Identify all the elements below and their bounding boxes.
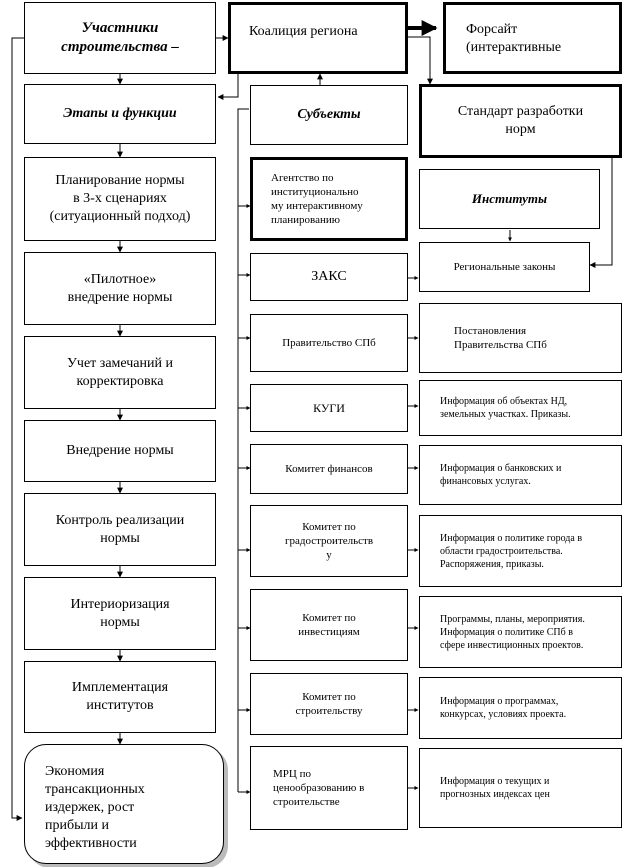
subject-urban-planning-committee: Комитет по градостроительств у — [250, 505, 408, 577]
subjects-label: Субъекты — [297, 107, 361, 122]
institute-label: Региональные законы — [453, 261, 556, 273]
institute-urban-policy: Информация о политике города в области г… — [419, 515, 622, 587]
institute-resolutions: Постановления Правительства СПб — [419, 303, 622, 373]
institute-label: Постановления Правительства СПб — [454, 325, 547, 351]
subject-label: Комитет финансов — [285, 463, 373, 475]
institute-label: Информация о политике города в области г… — [440, 532, 583, 570]
subject-label: Комитет по строительству — [295, 691, 363, 717]
institute-price-indices: Информация о текущих и прогнозных индекс… — [419, 748, 622, 828]
institute-label: Информация о банковских и финансовых усл… — [440, 463, 562, 487]
subject-kugi: КУГИ — [250, 384, 408, 432]
subject-label: КУГИ — [313, 400, 345, 415]
institute-investment-programs: Программы, планы, мероприятия. Информаци… — [419, 596, 622, 668]
stages-label: Этапы и функции — [63, 106, 177, 121]
step-pilot: «Пилотное» внедрение нормы — [24, 252, 216, 325]
step-label: Интериоризация нормы — [70, 596, 170, 630]
standard-label: Стандарт разработки норм — [457, 104, 584, 137]
step-label: Внедрение нормы — [66, 443, 174, 458]
participants-box: Участники строительства – — [24, 2, 216, 74]
subject-investment-committee: Комитет по инвестициям — [250, 589, 408, 661]
result-label: Экономия трансакционных издержек, рост п… — [45, 764, 145, 851]
step-label: Учет замечаний и корректировка — [67, 355, 173, 389]
step-corrections: Учет замечаний и корректировка — [24, 336, 216, 409]
institute-label: Программы, планы, мероприятия. Информаци… — [440, 613, 585, 651]
institute-label: Информация о текущих и прогнозных индекс… — [440, 776, 550, 800]
institute-label: Информация об объектах НД, земельных уча… — [440, 396, 571, 420]
institutes-box: Институты — [419, 169, 600, 229]
result-box: Экономия трансакционных издержек, рост п… — [24, 744, 224, 864]
step-label: Имплементация институтов — [71, 680, 169, 713]
subject-label: ЗАКС — [311, 269, 347, 284]
step-institutions: Имплементация институтов — [24, 661, 216, 733]
subject-label: МРЦ по ценообразованию в строительстве — [273, 768, 365, 808]
subject-label: Правительство СПб — [282, 337, 376, 349]
institute-contests: Информация о программах, конкурсах, усло… — [419, 677, 622, 739]
institute-banking: Информация о банковских и финансовых усл… — [419, 445, 622, 505]
step-label: Планирование нормы в 3-х сценариях (ситу… — [49, 173, 191, 224]
subject-government: Правительство СПб — [250, 314, 408, 372]
subject-finance-committee: Комитет финансов — [250, 444, 408, 494]
step-interiorization: Интериоризация нормы — [24, 577, 216, 650]
stages-box: Этапы и функции — [24, 84, 216, 144]
step-planning: Планирование нормы в 3-х сценариях (ситу… — [24, 157, 216, 241]
institute-label: Информация о программах, конкурсах, усло… — [440, 696, 567, 720]
step-implementation: Внедрение нормы — [24, 420, 216, 482]
subject-zaks: ЗАКС — [250, 253, 408, 301]
institutes-label: Институты — [471, 191, 548, 206]
subject-construction-committee: Комитет по строительству — [250, 673, 408, 735]
subject-label: Комитет по инвестициям — [298, 612, 360, 638]
participants-label: Участники строительства – — [61, 20, 179, 55]
coalition-label: Коалиция региона — [249, 24, 358, 39]
institute-nd-objects: Информация об объектах НД, земельных уча… — [419, 380, 622, 436]
agency-label: Агентство по институционально му интерак… — [271, 172, 363, 226]
foresight-box: Форсайт (интерактивные — [443, 2, 622, 74]
subject-label: Комитет по градостроительств у — [284, 521, 374, 561]
institute-regional-laws: Региональные законы — [419, 242, 590, 292]
step-label: «Пилотное» внедрение нормы — [67, 271, 173, 305]
agency-box: Агентство по институционально му интерак… — [250, 157, 408, 241]
standard-box: Стандарт разработки норм — [419, 84, 622, 158]
coalition-box: Коалиция региона — [228, 2, 408, 74]
subject-mrc: МРЦ по ценообразованию в строительстве — [250, 746, 408, 830]
step-control: Контроль реализации нормы — [24, 493, 216, 566]
step-label: Контроль реализации нормы — [55, 512, 185, 546]
subjects-box: Субъекты — [250, 85, 408, 145]
foresight-label: Форсайт (интерактивные — [466, 22, 562, 55]
